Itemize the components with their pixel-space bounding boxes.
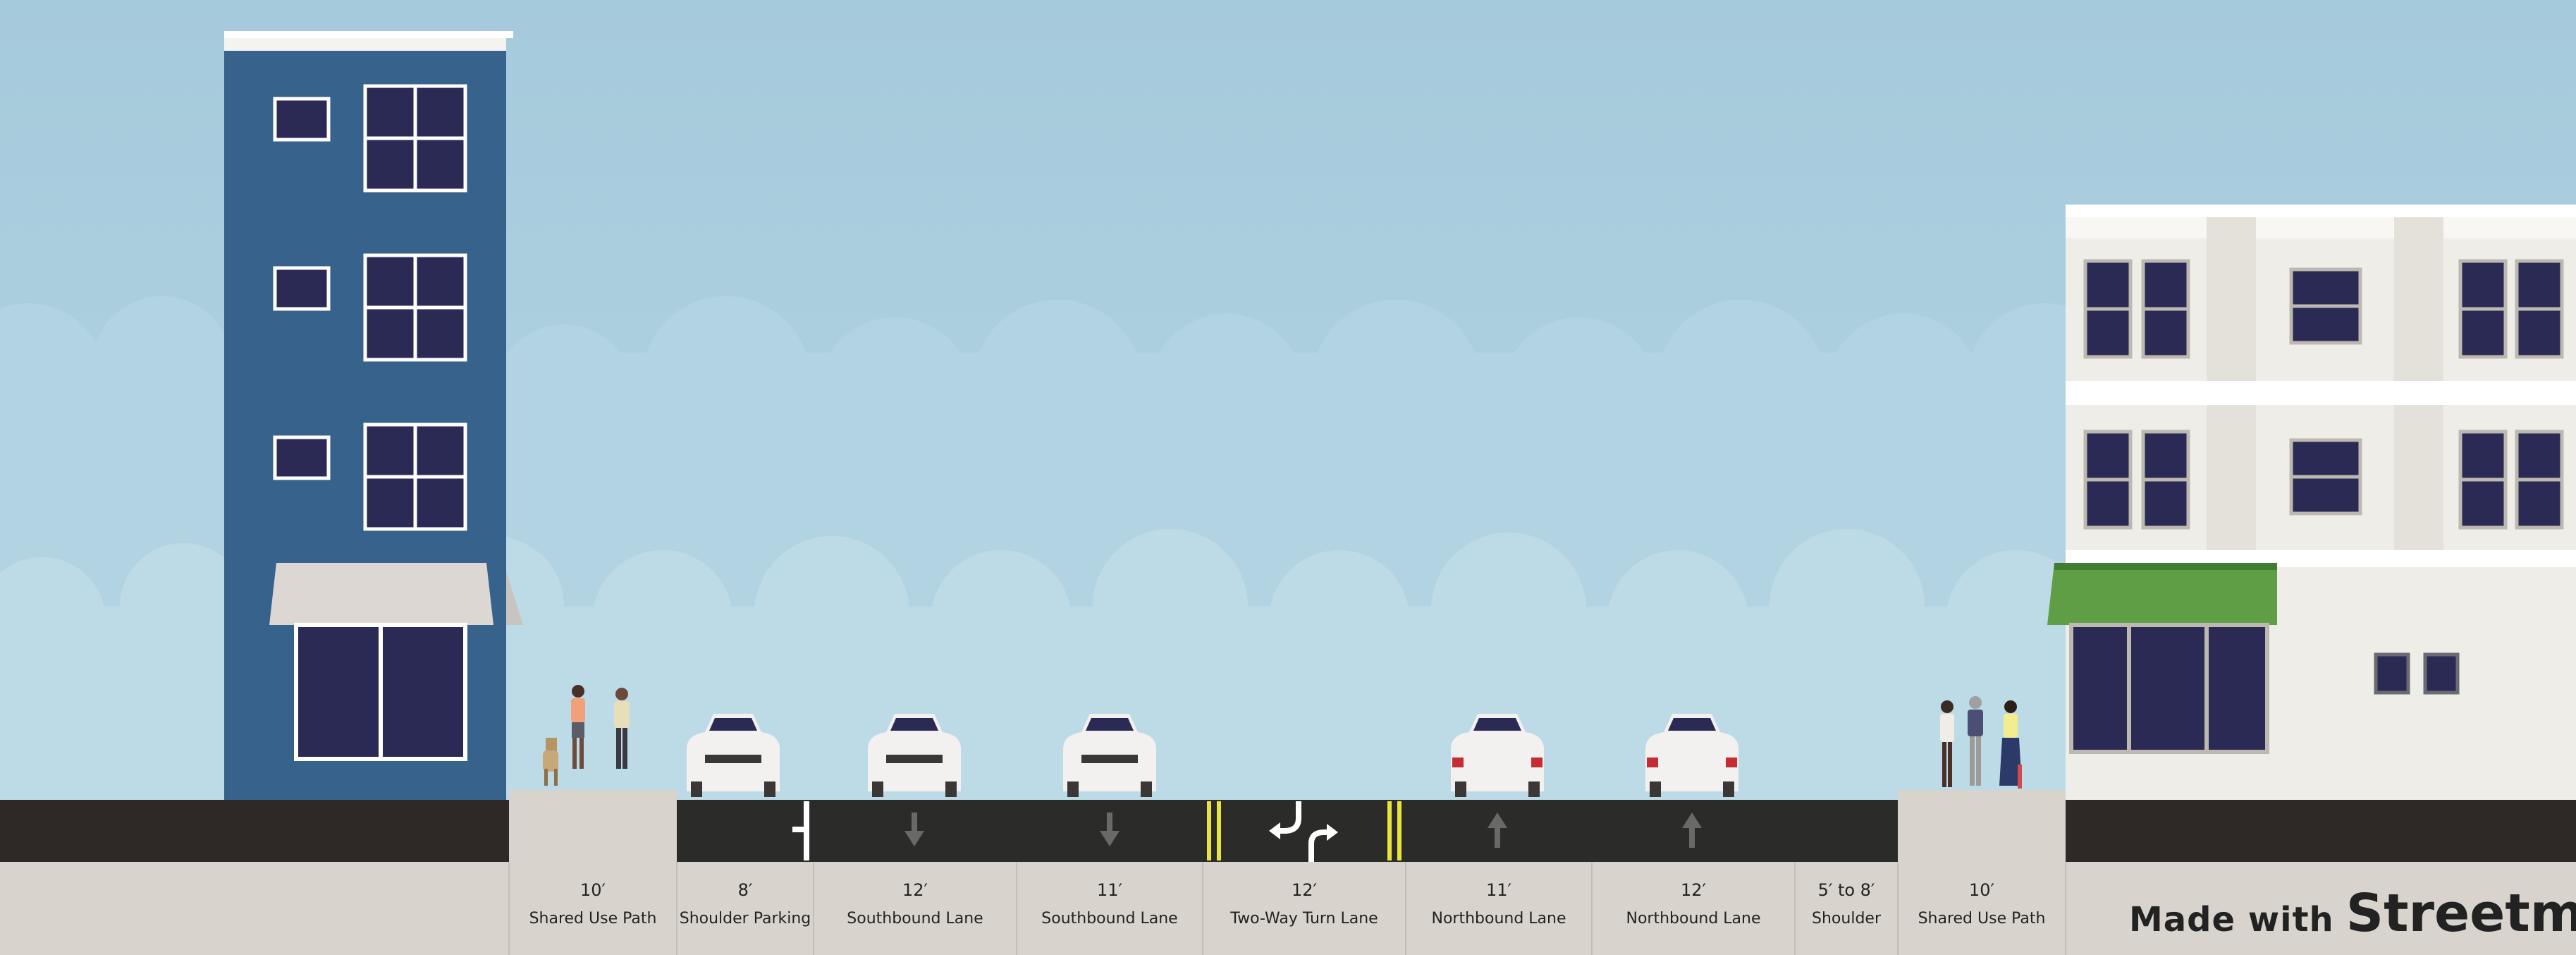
right-building [2047, 205, 2576, 800]
segment-divider [1405, 862, 1406, 955]
segment-divider [1591, 862, 1593, 955]
segment-width: 10′ [1969, 880, 1994, 900]
arrow-up-icon [1488, 813, 1507, 848]
segment-divider [508, 862, 510, 955]
car-icon [1451, 714, 1544, 797]
segment-label-northbound-lane-2[interactable]: 12′ Northbound Lane [1592, 862, 1795, 955]
segment-name: Shoulder Parking [679, 910, 811, 927]
segment-label-two-way-turn-lane[interactable]: 12′ Two-Way Turn Lane [1203, 862, 1406, 955]
car-icon [868, 714, 961, 797]
segment-divider [1202, 862, 1203, 955]
segment-divider [1897, 862, 1899, 955]
pedestrian-icon [1999, 700, 2022, 789]
sidewalk-right [1898, 790, 2066, 862]
arrow-down-icon [1100, 813, 1120, 846]
segment-width: 12′ [902, 880, 928, 900]
segment-width: 12′ [1681, 880, 1706, 900]
left-building [224, 31, 523, 800]
segment-label-northbound-lane-1[interactable]: 11′ Northbound Lane [1406, 862, 1592, 955]
segment-width: 12′ [1292, 880, 1317, 900]
sidewalk-left [509, 790, 677, 862]
segment-width: 5′ to 8′ [1817, 880, 1875, 900]
segment-width: 8′ [737, 880, 753, 900]
segment-name: Southbound Lane [1041, 910, 1178, 927]
segment-name: Shared Use Path [529, 910, 657, 927]
credit-brand: Streetmix [2345, 883, 2576, 944]
label-band [0, 862, 2576, 955]
segment-label-shoulder-parking[interactable]: 8′ Shoulder Parking [677, 862, 814, 955]
segment-label-shared-use-path-right[interactable]: 10′ Shared Use Path [1898, 862, 2066, 955]
credit-prefix: Made with [2129, 900, 2334, 939]
pedestrian-icon [614, 688, 630, 769]
segment-name: Shared Use Path [1918, 910, 2046, 927]
segment-label-shoulder[interactable]: 5′ to 8′ Shoulder [1795, 862, 1898, 955]
arrow-down-icon [904, 813, 924, 846]
dog-icon [543, 738, 558, 786]
segment-label-southbound-lane-1[interactable]: 12′ Southbound Lane [814, 862, 1017, 955]
segment-divider [1016, 862, 1017, 955]
segment-width: 11′ [1097, 880, 1122, 900]
segment-divider [813, 862, 814, 955]
segment-label-southbound-lane-2[interactable]: 11′ Southbound Lane [1017, 862, 1203, 955]
turn-lane-markings [1207, 801, 1402, 860]
car-icon [1645, 714, 1738, 797]
car-icon [687, 714, 780, 797]
pedestrian-icon [571, 685, 585, 769]
segment-name: Northbound Lane [1626, 910, 1761, 927]
segment-name: Northbound Lane [1431, 910, 1566, 927]
arrow-up-icon [1682, 813, 1702, 848]
segment-label-shared-use-path-left[interactable]: 10′ Shared Use Path [509, 862, 677, 955]
car-icon [1063, 714, 1156, 797]
pedestrian-icon [1940, 700, 1954, 787]
turn-left-right-icon [1276, 801, 1331, 862]
segment-name: Shoulder [1812, 910, 1881, 927]
pedestrian-icon [1968, 696, 1983, 786]
segment-divider [2065, 862, 2066, 955]
segment-name: Two-Way Turn Lane [1230, 910, 1378, 927]
segment-width: 11′ [1486, 880, 1511, 900]
segment-width: 10′ [580, 880, 606, 900]
segment-name: Southbound Lane [847, 910, 983, 927]
made-with-streetmix-link[interactable]: Made with Streetmix [2129, 883, 2576, 947]
segment-divider [676, 862, 677, 955]
segment-divider [1794, 862, 1796, 955]
